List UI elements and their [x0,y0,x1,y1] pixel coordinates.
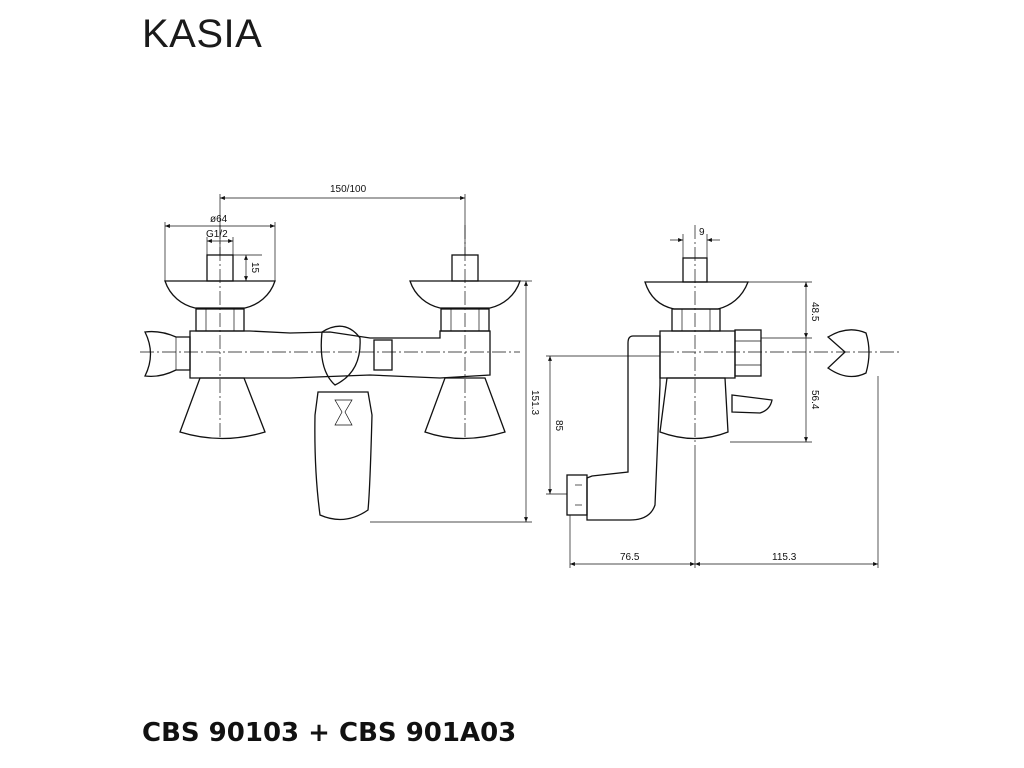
dim-nipple: 9 [699,227,705,238]
dim-depth-right: 115.3 [772,552,797,563]
dim-spout-drop: 85 [553,420,564,432]
dim-depth-left: 76.5 [620,552,640,563]
diverter [320,325,361,386]
side-view: 9 85 48.5 56.4 76.5 115.3 [546,225,900,568]
spout [314,391,373,521]
spout-side [586,335,661,521]
dim-thread: G1/2 [206,229,228,240]
product-codes: CBS 90103 + CBS 901A03 [142,718,517,748]
dim-side-top: 48.5 [809,302,820,322]
dim-thread-len: 15 [249,262,260,274]
mixer-body [189,330,491,379]
dim-side-mid: 56.4 [809,390,820,410]
handle-left [179,377,266,440]
shower-holder-side [826,329,870,378]
dim-centers: 150/100 [330,184,367,195]
product-title: KASIA [142,12,263,56]
dim-diameter: ø64 [210,214,228,225]
front-view: 150/100 ø64 G1/2 15 151.3 [140,184,540,523]
handle-right [424,377,506,440]
shower-holder-left [144,330,191,378]
dim-height-total: 151.3 [529,390,540,415]
